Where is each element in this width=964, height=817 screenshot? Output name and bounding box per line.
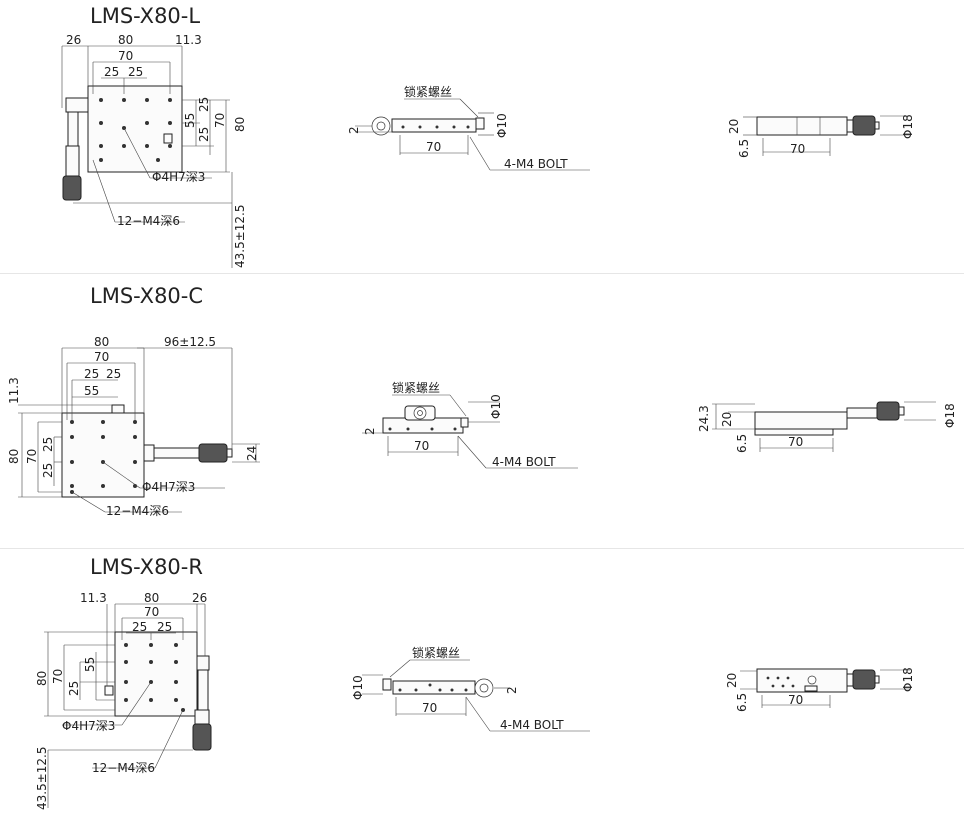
thread-label: 12−M4深6 [106, 504, 169, 518]
dim-25a: 25 [104, 65, 119, 79]
mounting-holes [70, 420, 137, 494]
dim-left: 26 [66, 33, 81, 47]
dim-6.5: 6.5 [735, 693, 749, 712]
dim-25a: 25 [84, 367, 99, 381]
dim-travel: 96±12.5 [164, 335, 216, 349]
dim-phi10: Φ10 [351, 675, 365, 700]
side-view [743, 115, 910, 156]
mounting-holes [99, 98, 172, 162]
dim-v55: 55 [183, 113, 197, 128]
thread-label: 12−M4深6 [117, 214, 180, 228]
hole-label: Φ4H7深3 [62, 719, 115, 733]
dim-2: 2 [505, 686, 519, 694]
dim-v25: 25 [197, 97, 211, 112]
dim-phi18: Φ18 [901, 114, 915, 139]
dim-pitch: 70 [94, 350, 109, 364]
dim-20: 20 [720, 412, 734, 427]
dim-travel: 43.5±12.5 [35, 747, 49, 811]
lock-screw-label: 锁紧螺丝 [404, 84, 452, 99]
front-view [362, 659, 590, 732]
dim-v80: 80 [7, 449, 21, 464]
dim-55: 55 [84, 384, 99, 398]
bolt-label: 4-M4 BOLT [504, 157, 568, 171]
dim-v70: 70 [213, 113, 227, 128]
dim-70: 70 [414, 439, 429, 453]
dim-25b: 25 [157, 620, 172, 634]
dim-v55: 55 [83, 657, 97, 672]
dim-phi18: Φ18 [943, 403, 957, 428]
dim-width: 80 [94, 335, 109, 349]
lock-screw-label: 锁紧螺丝 [392, 380, 440, 395]
section-divider [0, 273, 964, 274]
dim-70: 70 [788, 435, 803, 449]
dim-25a: 25 [132, 620, 147, 634]
dim-25b: 25 [106, 367, 121, 381]
top-view [44, 603, 212, 808]
dim-v70: 70 [51, 669, 65, 684]
dim-20: 20 [727, 119, 741, 134]
dim-v80: 80 [35, 671, 49, 686]
front-view [362, 394, 578, 469]
dim-v25a: 25 [41, 437, 55, 452]
hole-label: Φ4H7深3 [142, 480, 195, 494]
side-view [740, 668, 910, 708]
dim-24: 24 [245, 446, 259, 461]
mounting-holes [124, 643, 185, 712]
bolt-label: 4-M4 BOLT [492, 455, 556, 469]
dim-70: 70 [788, 693, 803, 707]
dim-25b: 25 [128, 65, 143, 79]
lock-screw-label: 锁紧螺丝 [412, 645, 460, 660]
variant-title: LMS-X80-L [90, 4, 201, 28]
bolt-label: 4-M4 BOLT [500, 718, 564, 732]
variant-title: LMS-X80-C [90, 284, 204, 308]
top-view [61, 45, 233, 268]
dim-2: 2 [347, 126, 361, 134]
front-view [355, 98, 590, 171]
dim-6.5: 6.5 [737, 139, 751, 158]
dim-2: 2 [363, 427, 377, 435]
dim-width: 80 [144, 591, 159, 605]
dim-24.3: 24.3 [697, 405, 711, 432]
dim-v80: 80 [233, 117, 247, 132]
dim-right: 26 [192, 591, 207, 605]
variant-title: LMS-X80-R [90, 555, 203, 579]
dim-knob: 11.3 [80, 591, 107, 605]
dim-phi10: Φ10 [489, 394, 503, 419]
dim-6.5: 6.5 [735, 434, 749, 453]
dim-knob: 11.3 [7, 377, 21, 404]
section-divider [0, 548, 964, 549]
dim-width: 80 [118, 33, 133, 47]
dim-knob: 11.3 [175, 33, 202, 47]
dim-v25b: 25 [197, 127, 211, 142]
dim-travel: 43.5±12.5 [233, 205, 247, 269]
dim-v25b: 25 [41, 463, 55, 478]
dim-20: 20 [725, 673, 739, 688]
top-view [18, 347, 260, 513]
dim-v70: 70 [25, 449, 39, 464]
thread-label: 12−M4深6 [92, 761, 155, 775]
hole-label: Φ4H7深3 [152, 170, 205, 184]
dim-pitch: 70 [118, 49, 133, 63]
side-view [712, 401, 936, 452]
dim-phi10: Φ10 [495, 113, 509, 138]
dim-pitch: 70 [144, 605, 159, 619]
dim-70: 70 [426, 140, 441, 154]
dim-phi18: Φ18 [901, 667, 915, 692]
dim-v25: 25 [67, 681, 81, 696]
dim-70: 70 [790, 142, 805, 156]
dim-70: 70 [422, 701, 437, 715]
